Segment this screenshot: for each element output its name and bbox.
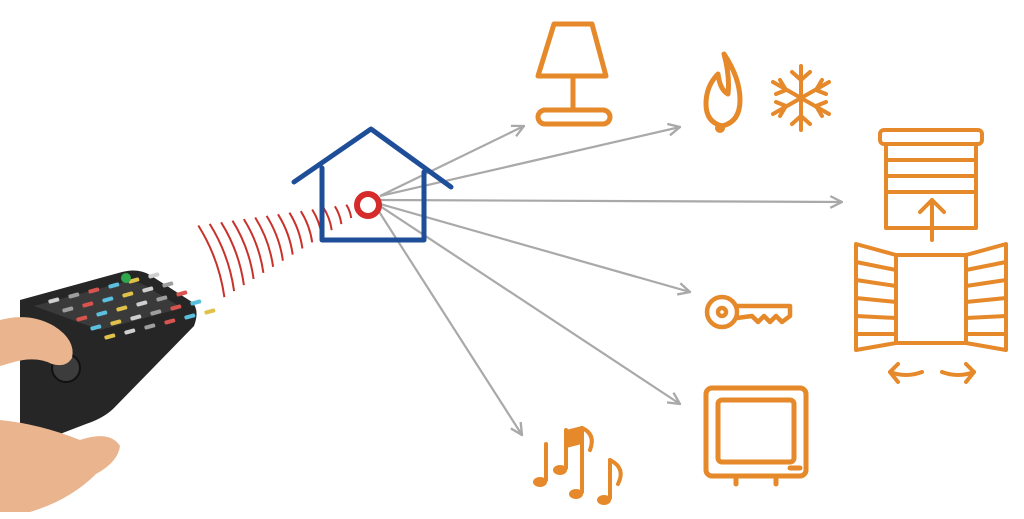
remote-button <box>162 281 174 288</box>
remote-button <box>48 297 60 304</box>
remote-button <box>204 308 216 315</box>
remote-button <box>170 304 182 311</box>
remote-top-face <box>34 281 182 330</box>
remote-button <box>190 299 202 306</box>
hand-thumb <box>0 317 73 366</box>
remote-button <box>148 272 160 279</box>
remote-button <box>68 292 80 299</box>
signal-arc <box>197 224 226 298</box>
flame-icon <box>703 51 743 133</box>
lamp-icon <box>535 21 613 127</box>
remote-button <box>88 287 100 294</box>
signal-arc <box>220 221 245 286</box>
remote-power-button <box>121 273 131 283</box>
remote-button <box>164 318 176 325</box>
signal-arc <box>208 223 236 292</box>
signal-arc <box>277 213 294 255</box>
window-shutters-icon <box>854 242 1008 384</box>
arrow-to-tv <box>379 205 680 404</box>
signal-arc <box>231 220 255 280</box>
remote-control-icon <box>20 270 216 444</box>
remote-button <box>102 296 114 303</box>
signal-arc <box>334 205 343 225</box>
remote-button <box>136 300 148 307</box>
remote-button <box>142 286 154 293</box>
signal-waves <box>197 204 353 298</box>
music-notes-icon <box>533 426 623 505</box>
remote-button <box>184 313 196 320</box>
signal-arc <box>299 210 314 243</box>
remote-button <box>130 314 142 321</box>
television-icon <box>703 385 809 487</box>
remote-button <box>110 319 122 326</box>
remote-button <box>124 328 136 335</box>
remote-button <box>116 305 128 312</box>
remote-button <box>62 306 74 313</box>
remote-button <box>90 324 102 331</box>
house-roof <box>291 126 454 190</box>
arrow-to-music <box>377 209 522 435</box>
hand-palm <box>0 420 120 512</box>
remote-button <box>82 301 94 308</box>
signal-arc <box>288 212 304 249</box>
arrow-to-blinds <box>379 200 842 202</box>
remote-button <box>150 309 162 316</box>
remote-button <box>156 295 168 302</box>
arrow-to-key <box>379 202 690 292</box>
signal-arc <box>345 204 353 219</box>
arrow-to-lamp <box>379 126 524 197</box>
signal-arc <box>265 215 284 261</box>
remote-button <box>104 333 116 340</box>
remote-button <box>108 282 120 289</box>
remote-buttons <box>48 272 216 340</box>
remote-button <box>122 291 134 298</box>
hub-indicator <box>354 191 382 219</box>
signal-arc <box>322 207 333 231</box>
signal-arc <box>242 218 265 274</box>
remote-button <box>76 315 88 322</box>
remote-button <box>176 290 188 297</box>
hand <box>0 317 120 512</box>
roller-blind-icon <box>878 128 984 242</box>
connection-arrows <box>377 126 842 435</box>
key-icon <box>704 294 793 330</box>
snowflake-icon <box>771 64 831 132</box>
house-icon <box>291 126 454 243</box>
signal-arc <box>254 216 275 267</box>
remote-button <box>144 323 156 330</box>
arrow-to-heating <box>379 127 680 198</box>
remote-button <box>96 310 108 317</box>
remote-button <box>128 277 140 284</box>
house-walls <box>319 165 427 243</box>
